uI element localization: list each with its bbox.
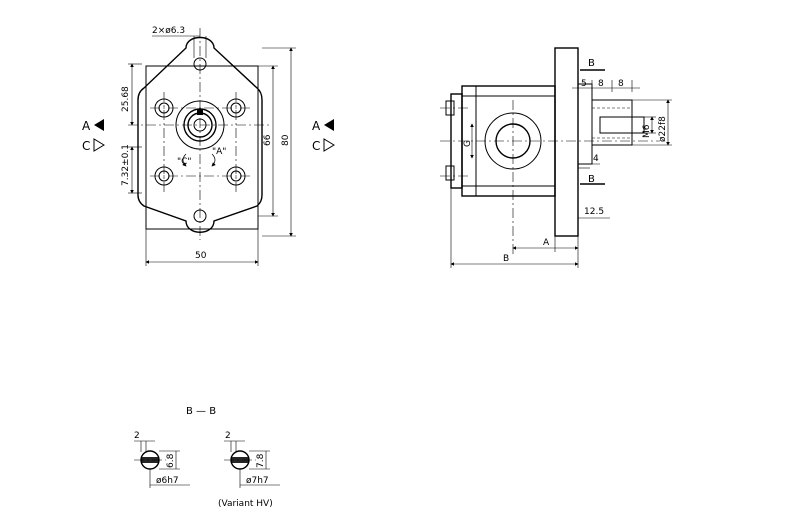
rotation-label-c: "C" [177,157,192,167]
left-dim-height: 6.8 [166,453,176,468]
right-dim-height: 7.8 [256,453,266,468]
left-dim-dia: ø6h7 [156,476,179,486]
dim-m6: M6 [642,124,652,138]
rotation-arrow-c [182,153,187,167]
dim-shaft: ø22f8 [658,116,668,142]
port-arrow-right-a [324,119,334,131]
variant-note: (Variant HV) [218,499,273,509]
front-view: "C" "A" 2×ø6.3 25.68 7.32±0.1 66 80 50 A… [82,26,335,266]
port-label-right-c: C [312,139,320,153]
side-flange [554,47,579,237]
port-arrow-right-c [323,138,335,152]
section-bb: B — B 2 6.8 ø6h7 2 [134,406,280,509]
dim-bottom-offset: 7.32±0.1 [121,144,131,186]
left-dim-2: 2 [134,431,140,441]
rotation-arrow-a [211,153,216,167]
dim-top-offset: 25.68 [121,86,131,112]
dim-a: A [543,238,550,248]
port-arrow-left-c [93,138,105,152]
port-g: G [463,140,473,147]
dim-8b: 8 [618,79,624,89]
hole-callout: 2×ø6.3 [152,26,185,36]
right-dim-dia: ø7h7 [246,476,269,486]
dim-4: 4 [593,154,599,164]
pilot [577,83,593,165]
dim-inner-height: 66 [263,134,273,146]
section-mark-bottom: B [588,174,595,185]
rotation-label-a: "A" [212,147,226,157]
dim-8a: 8 [598,79,604,89]
section-right: 2 7.8 ø7h7 [224,431,280,488]
body-outline [145,65,259,230]
dim-5: 5 [581,79,587,89]
dim-outer-height: 80 [281,134,291,146]
dim-b: B [503,254,509,264]
side-view: G B B 5 8 8 M6 ø22f8 4 12.5 [440,47,672,268]
shaft [591,99,633,146]
shaft-key [599,116,645,134]
port-label-left-c: C [82,139,90,153]
port-label-left-a: A [82,119,91,133]
dim-width: 50 [195,251,207,261]
section-mark-top: B [588,58,595,69]
dim-12-5: 12.5 [584,207,604,217]
port-label-right-a: A [312,119,321,133]
flange-outline [137,36,263,233]
section-title: B — B [186,406,216,417]
section-left: 2 6.8 ø6h7 [134,431,190,488]
right-dim-2: 2 [225,431,231,441]
port-arrow-left-a [94,119,104,131]
